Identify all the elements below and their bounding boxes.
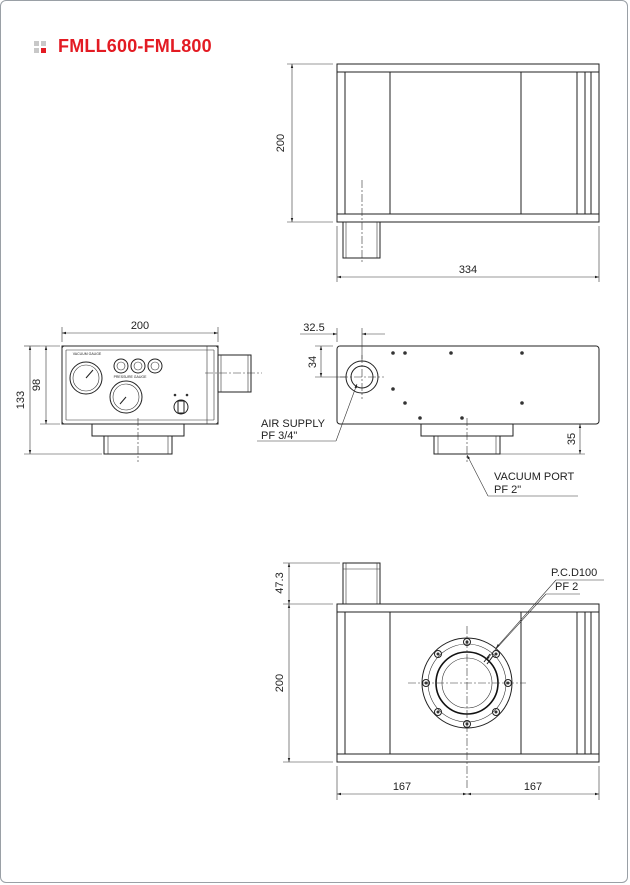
front-body-height-dim: 98 <box>31 379 43 391</box>
side-offset-dim: 32.5 <box>303 322 324 334</box>
drawing-header: FMLL600-FML800 <box>34 36 212 57</box>
side-bottom-dim: 35 <box>566 433 578 445</box>
bottom-height-dim: 200 <box>274 674 286 692</box>
vacuum-port-size: PF 2" <box>494 484 521 496</box>
top-view: 200 334 <box>275 63 600 282</box>
front-view: VACUUM GAUGE PRESSURE GAUGE 200 <box>15 320 262 462</box>
air-supply-size: PF 3/4" <box>261 430 297 442</box>
front-total-height-dim: 133 <box>15 391 27 409</box>
bottom-top-dim: 47.3 <box>274 572 286 593</box>
air-supply-label: AIR SUPPLY <box>261 418 326 430</box>
pcd-label: P.C.D100 <box>551 567 597 579</box>
pressure-gauge-label: PRESSURE GAUGE <box>114 375 148 379</box>
front-width-dim: 200 <box>131 320 149 332</box>
pf-label: PF 2 <box>555 581 578 593</box>
vacuum-gauge-label: VACUUM GAUGE <box>73 352 102 356</box>
page-title: FMLL600-FML800 <box>58 36 212 56</box>
bottom-left-dim: 167 <box>393 781 411 793</box>
bottom-right-dim: 167 <box>524 781 542 793</box>
square-bullet-icon <box>34 40 46 53</box>
bottom-view: P.C.D100 PF 2 47.3 200 167 167 <box>274 562 604 800</box>
top-height-dim: 200 <box>275 134 287 152</box>
side-port-height-dim: 34 <box>307 356 319 368</box>
vacuum-port-label: VACUUM PORT <box>494 471 575 483</box>
top-width-dim: 334 <box>459 264 477 276</box>
side-view: 32.5 34 35 AIR SUPPLY PF 3/4" VACUUM POR… <box>257 322 600 497</box>
